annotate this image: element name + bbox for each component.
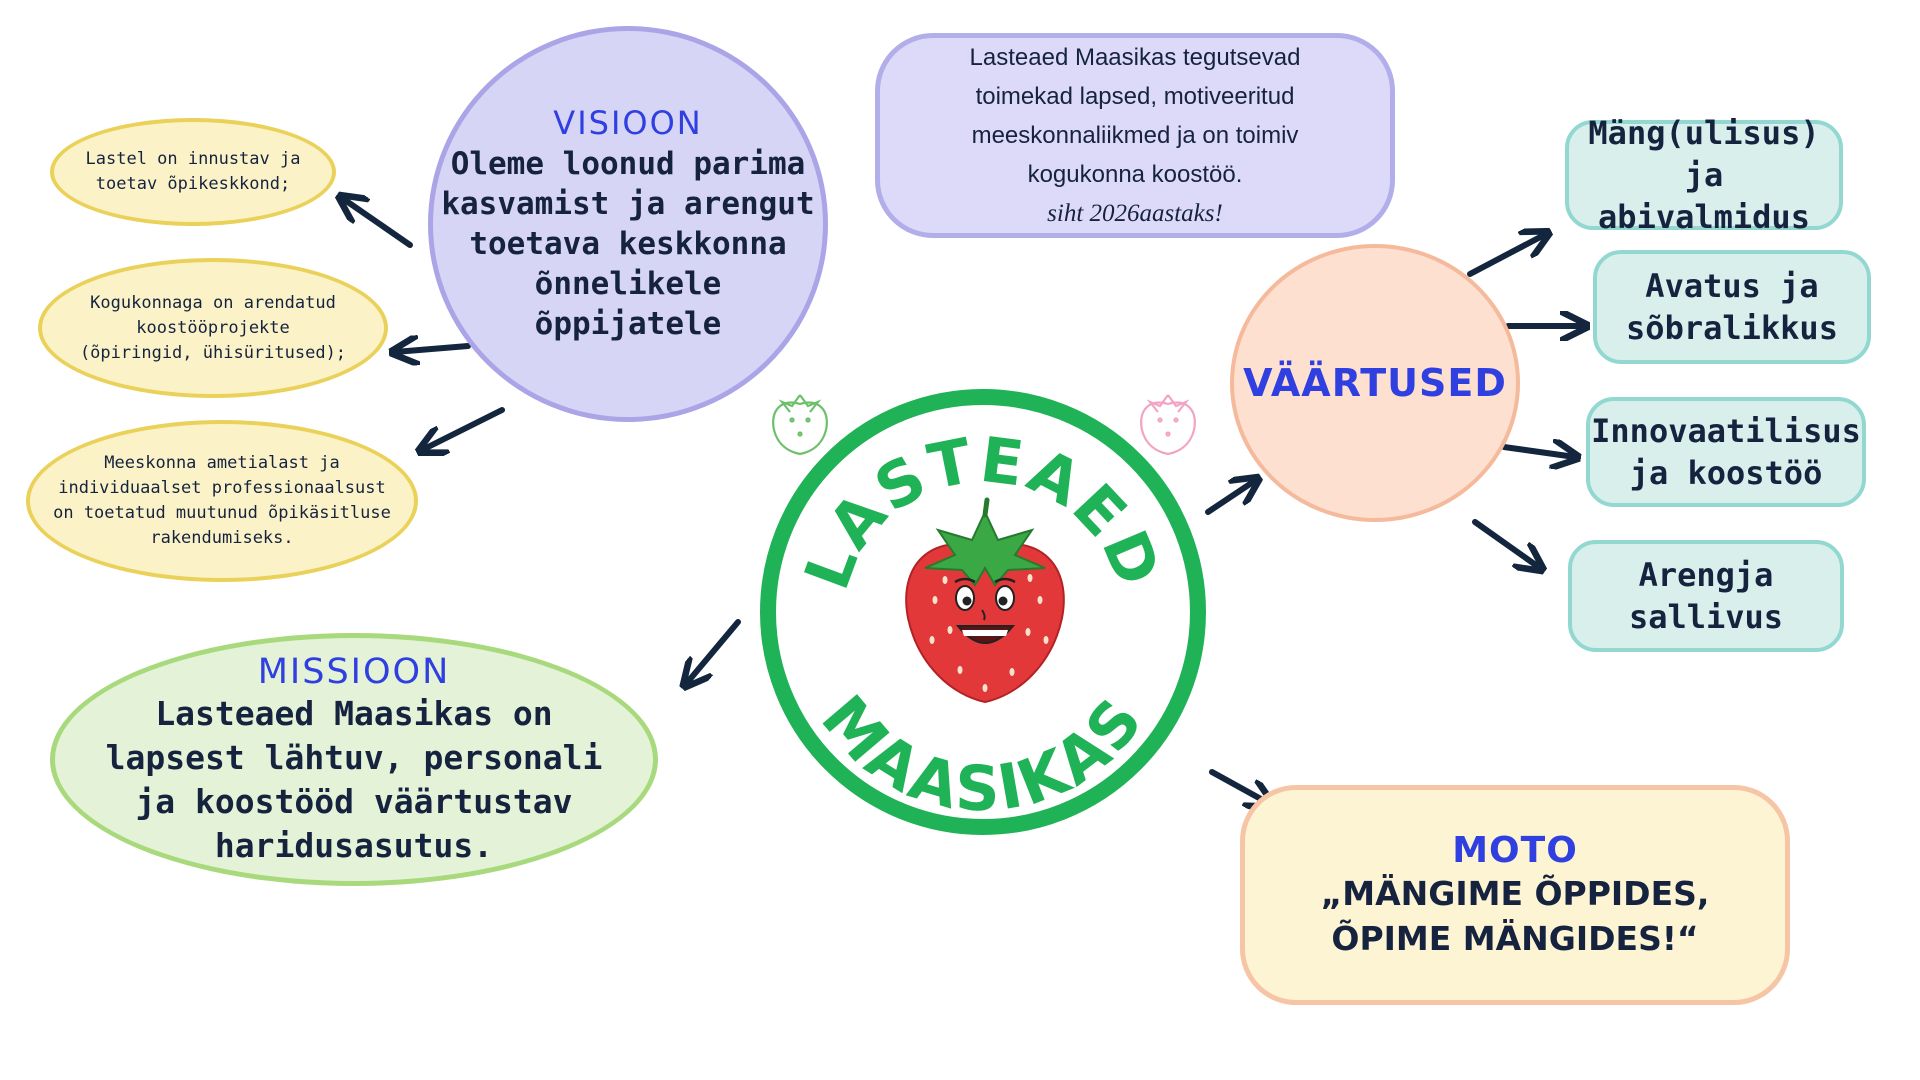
note-line: on toetatud muutunud õpikäsitluse (53, 503, 391, 523)
note-line: toetav õpikeskkond; (95, 174, 291, 194)
arrow-to-value-4 (1472, 519, 1540, 568)
mission-bubble: MISSIOON Lasteaed Maasikas on lapsest lä… (50, 633, 658, 886)
small-strawberry-icon-pink (1140, 394, 1196, 456)
note-line: individuaalset professionaalsust (58, 478, 386, 498)
value-card-3: Innovaatilisus ja koostöö (1586, 397, 1866, 507)
value-line: sallivus (1628, 598, 1784, 636)
value-line: Innovaatilisus (1591, 412, 1861, 450)
note-line: Kogukonnaga on arendatud (90, 292, 336, 313)
goal-line: kogukonna koostöö. (1027, 161, 1243, 188)
moto-line: ÕPIME MÄNGIDES!“ (1331, 918, 1699, 958)
values-heading: VÄÄRTUSED (1243, 361, 1507, 405)
arrow-to-mission (686, 619, 741, 684)
vision-note-1: Lastel on innustav ja toetav õpikeskkond… (50, 118, 336, 226)
arrow-to-note-2 (395, 346, 471, 352)
note-line: koostööprojekte (136, 317, 290, 338)
mission-line: haridusasutus. (214, 825, 494, 865)
value-card-1: Mäng(ulisus) ja abivalmidus (1565, 114, 1843, 236)
note-line: rakendumiseks. (150, 528, 294, 548)
mission-line: Lasteaed Maasikas on (155, 693, 553, 733)
mission-line: ja koostööd väärtustav (135, 781, 573, 821)
vision-heading: VISIOON (553, 104, 703, 142)
strawberry-icon (905, 497, 1065, 704)
value-line: sõbralikkus (1626, 309, 1838, 347)
value-line: abivalmidus (1598, 198, 1810, 236)
arrow-to-value-3 (1501, 447, 1575, 457)
vision-line: kasvamist ja arengut (441, 186, 815, 222)
vision-text: Oleme loonud parima kasvamist ja arengut… (433, 144, 823, 344)
mission-text: Lasteaed Maasikas on lapsest lähtuv, per… (106, 692, 603, 868)
vision-note-2: Kogukonnaga on arendatud koostööprojekte… (38, 258, 388, 398)
vision-line: Oleme loonud parima (450, 146, 806, 182)
arrow-to-note-3 (422, 407, 505, 450)
values-bubble: VÄÄRTUSED (1230, 244, 1520, 522)
vision-line: õnnelikele õppijatele (534, 266, 722, 342)
arrow-to-values (1205, 480, 1256, 515)
value-line: Arengja (1638, 556, 1774, 594)
vision-note-3: Meeskonna ametialast ja individuaalset p… (26, 420, 418, 582)
value-card-2: Avatus ja sõbralikkus (1593, 250, 1871, 364)
goal-line: Lasteaed Maasikas tegutsevad (969, 44, 1301, 71)
value-line: ja koostöö (1629, 454, 1823, 492)
vision-bubble: VISIOON Oleme loonud parima kasvamist ja… (428, 26, 828, 422)
arrow-to-value-1 (1467, 234, 1546, 277)
value-line: Mäng(ulisus) ja (1588, 114, 1820, 194)
note-line: Lastel on innustav ja (85, 149, 301, 169)
note-line: (õpiringid, ühisüritused); (79, 342, 347, 363)
moto-heading: MOTO (1452, 829, 1578, 871)
mission-heading: MISSIOON (257, 651, 451, 692)
vision-line: toetava keskkonna (469, 226, 787, 262)
goal-bubble: Lasteaed Maasikas tegutsevad toimekad la… (875, 33, 1395, 238)
mission-line: lapsest lähtuv, personali (105, 737, 603, 777)
value-card-4: Arengja sallivus (1568, 540, 1844, 652)
moto-bubble: MOTO „MÄNGIME ÕPPIDES, ÕPIME MÄNGIDES!“ (1240, 785, 1790, 1005)
arrow-to-note-1 (342, 198, 413, 248)
moto-line: „MÄNGIME ÕPPIDES, (1320, 873, 1710, 913)
value-line: Avatus ja (1645, 267, 1819, 305)
goal-emphasis: siht 2026aastaks! (1047, 200, 1223, 227)
note-line: Meeskonna ametialast ja (104, 453, 340, 473)
goal-line: meeskonnaliikmed ja on toimiv (971, 122, 1299, 149)
small-strawberry-icon-green (772, 394, 828, 456)
moto-text: „MÄNGIME ÕPPIDES, ÕPIME MÄNGIDES!“ (1321, 871, 1710, 961)
goal-line: toimekad lapsed, motiveeritud (975, 83, 1295, 110)
